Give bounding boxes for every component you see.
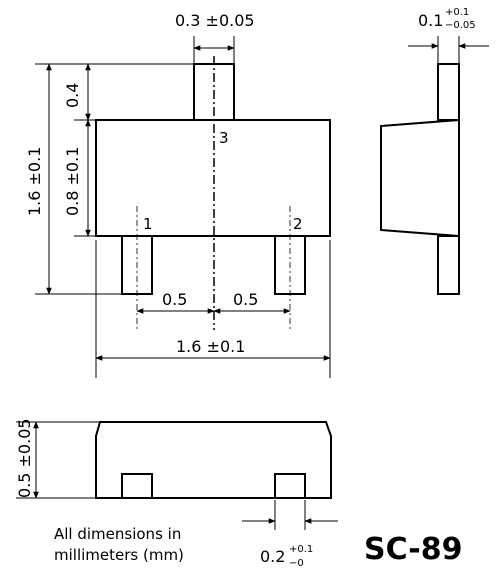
dim-pitch-right-label: 0.5 — [233, 290, 258, 309]
dim-package-height-label: 0.5 ±0.05 — [15, 418, 34, 498]
dim-front-lead-width-plus: +0.1 — [289, 544, 313, 555]
side-body — [380, 118, 460, 238]
dim-pitch-left-label: 0.5 — [162, 290, 187, 309]
front-lead-1 — [121, 473, 153, 499]
dim-body-height-label: 0.8 ±0.1 — [63, 147, 82, 216]
front-body — [95, 421, 332, 499]
dim-side-thickness-minus: −0.05 — [445, 20, 476, 31]
dim-body-width-label: 1.6 ±0.1 — [176, 337, 245, 356]
dim-lead-width-label: 0.3 ±0.05 — [175, 11, 255, 30]
units-note-line-1: All dimensions in — [54, 525, 181, 543]
dim-front-lead-width-minus: −0 — [289, 558, 304, 569]
units-note-line-2: millimeters (mm) — [54, 546, 184, 564]
front-view: 0.5 ±0.05 0.2 +0.1 −0 — [15, 418, 338, 569]
pin-3-label: 3 — [219, 129, 229, 147]
dim-front-lead-width-label: 0.2 — [260, 547, 285, 566]
package-title: SC-89 — [364, 532, 463, 567]
package-body — [95, 119, 331, 237]
side-lead-bottom — [437, 235, 460, 295]
dim-lead-length-label: 0.4 — [63, 83, 82, 108]
pin-1-label: 1 — [143, 215, 153, 233]
side-lead-top — [437, 63, 460, 121]
dim-side-thickness-plus: +0.1 — [445, 7, 469, 18]
pin-2-label: 2 — [293, 215, 303, 233]
dim-side-thickness-label: 0.1 — [418, 11, 443, 30]
dim-total-height-label: 1.6 ±0.1 — [25, 147, 44, 216]
front-lead-2 — [274, 473, 306, 499]
side-view: 0.1 +0.1 −0.05 — [380, 7, 489, 295]
top-view: 3 1 2 0.3 ±0.05 1.6 ±0.1 0.4 0.8 ±0.1 0.… — [25, 11, 331, 378]
